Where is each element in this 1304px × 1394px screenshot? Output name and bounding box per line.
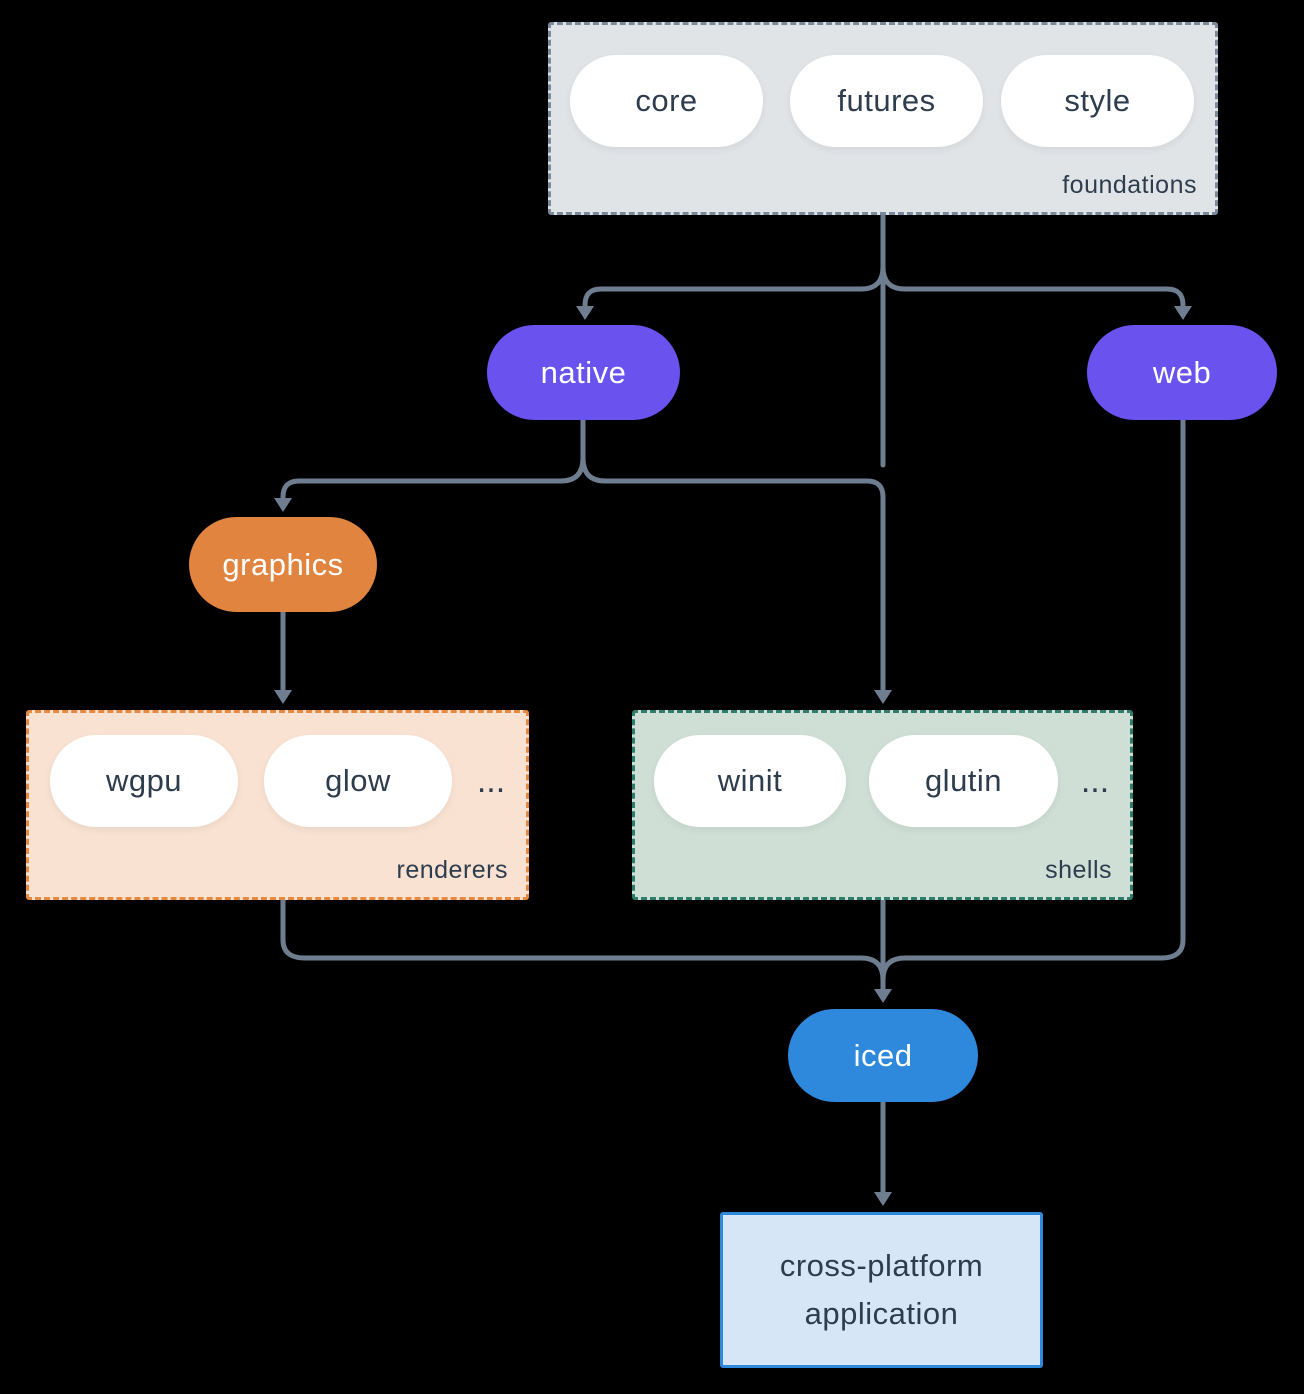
shells-group: winit glutin ... shells: [632, 710, 1133, 900]
edge-renderers-iced: [280, 897, 886, 983]
node-winit-label: winit: [717, 763, 783, 798]
node-iced: iced: [788, 1009, 978, 1102]
renderers-label: renderers: [396, 856, 508, 884]
shells-ellipsis: ...: [1080, 761, 1110, 800]
node-graphics: graphics: [189, 517, 377, 612]
node-graphics-label: graphics: [222, 546, 344, 582]
node-core-label: core: [635, 83, 698, 118]
arrowhead-renderers: [274, 690, 292, 704]
renderers-group: wgpu glow ... renderers: [26, 710, 529, 900]
node-app-line2: application: [804, 1296, 959, 1331]
node-winit: winit: [654, 735, 846, 827]
node-glutin-label: glutin: [924, 763, 1003, 798]
node-glow: glow: [264, 735, 452, 827]
edge-foundations-native: [582, 264, 886, 310]
node-glow-label: glow: [325, 763, 391, 798]
node-app-line1: cross-platform: [779, 1248, 984, 1283]
edge-native-graphics: [280, 455, 586, 502]
node-futures-label: futures: [837, 83, 936, 118]
renderers-ellipsis: ...: [476, 761, 506, 800]
node-glutin: glutin: [869, 735, 1058, 827]
edge-web-iced: [880, 417, 1186, 983]
node-app: cross-platform application: [720, 1212, 1043, 1368]
arrowhead-shells: [874, 690, 892, 704]
node-wgpu: wgpu: [50, 735, 238, 827]
node-native: native: [487, 325, 680, 420]
node-style: style: [1001, 55, 1194, 147]
node-core: core: [570, 55, 763, 147]
node-style-label: style: [1064, 83, 1131, 118]
edge-native-shells: [580, 455, 886, 692]
node-futures: futures: [790, 55, 983, 147]
node-iced-label: iced: [853, 1037, 913, 1073]
node-web-label: web: [1152, 354, 1212, 390]
arrowhead-iced: [874, 989, 892, 1003]
arrowhead-native: [576, 306, 594, 320]
node-wgpu-label: wgpu: [105, 763, 183, 798]
node-web: web: [1087, 325, 1277, 420]
arrowhead-web: [1174, 306, 1192, 320]
foundations-label: foundations: [1062, 171, 1197, 199]
arrowhead-graphics: [274, 498, 292, 512]
edge-foundations-web: [880, 264, 1186, 310]
arrowhead-app: [874, 1192, 892, 1206]
foundations-group: core futures style foundations: [548, 22, 1218, 215]
shells-label: shells: [1045, 856, 1112, 884]
node-native-label: native: [540, 354, 627, 390]
